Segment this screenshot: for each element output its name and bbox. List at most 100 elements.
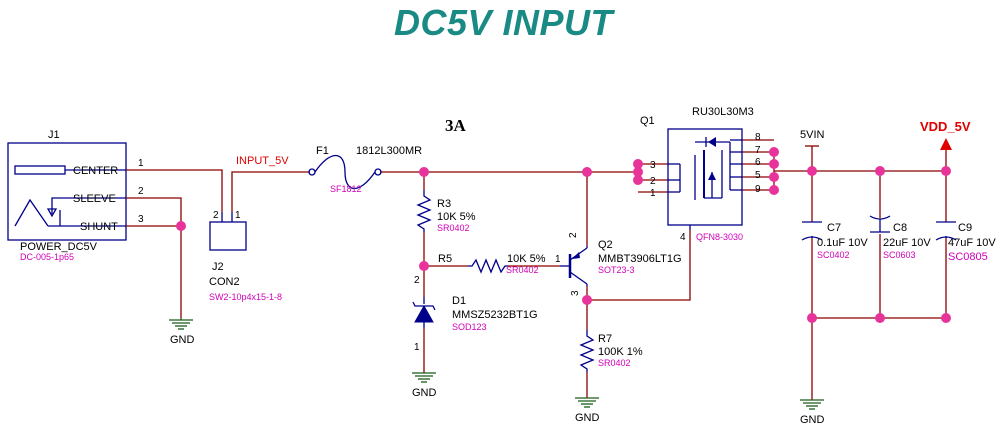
c9-footprint: SC0805	[948, 251, 988, 263]
q2-ref: Q2	[598, 239, 613, 251]
ground-symbol-j1: GND	[169, 318, 195, 346]
d1-value: MMSZ5232BT1G	[452, 309, 538, 321]
junction-dot	[769, 147, 779, 157]
r3-value: 10K 5%	[437, 211, 476, 223]
capacitor-c9: C9 47uF 10V SC0805	[935, 221, 996, 263]
resistor-r7: R7 100K 1% SR0402	[579, 330, 643, 372]
gnd-label-caps: GND	[800, 414, 825, 426]
gnd-label-d1: GND	[412, 387, 437, 399]
r5-ref: R5	[438, 253, 452, 265]
ground-symbol-d1: GND	[412, 372, 437, 399]
current-rating-note: 3A	[445, 116, 467, 135]
connector-j1: J1 CENTER SLEEVE SHUNT 1 2 3 POWER_DC5V …	[7, 129, 144, 262]
j2-value: CON2	[209, 276, 240, 288]
j1-pin-label-center: CENTER	[73, 165, 118, 177]
r3-footprint: SR0402	[437, 223, 470, 233]
q1-pin-3: 3	[650, 160, 656, 171]
junction-dot	[769, 159, 779, 169]
r7-footprint: SR0402	[598, 358, 631, 368]
connector-j2: 2 1 J2 CON2 SW2-10p4x15-1-8	[209, 210, 282, 302]
junction-dot	[582, 167, 592, 177]
j1-pin-num-1: 1	[138, 158, 144, 169]
mosfet-q1: Q1 RU30L30M3 3 2 1 8 7 6 5 9 4 QFN8-3030	[640, 106, 761, 243]
zener-diode-d1: 2 1 D1 MMSZ5232BT1G SOD123	[412, 275, 538, 353]
j1-pin-num-2: 2	[138, 186, 144, 197]
gnd-label-j1: GND	[170, 334, 195, 346]
net-label-input-5v: INPUT_5V	[236, 155, 289, 167]
c9-ref: C9	[958, 222, 972, 234]
j1-name: POWER_DC5V	[20, 241, 98, 253]
q1-pin-6: 6	[755, 157, 761, 168]
q1-pin-8: 8	[755, 132, 761, 143]
j2-ref: J2	[212, 261, 224, 273]
junction-dot	[875, 166, 885, 176]
junction-dot	[807, 313, 817, 323]
j1-pin-label-sleeve: SLEEVE	[73, 193, 116, 205]
j2-pin-1: 1	[235, 210, 241, 221]
c9-value: 47uF 10V	[948, 237, 996, 249]
junction-dot	[419, 261, 429, 271]
q2-pin-1: 1	[555, 254, 561, 265]
c7-value: 0.1uF 10V	[817, 237, 868, 249]
net-label-5vin: 5VIN	[800, 129, 825, 141]
junctions	[176, 147, 951, 323]
junction-dot	[633, 167, 643, 177]
resistor-r5: R5 10K 5% SR0402	[438, 253, 546, 275]
q2-value: MMBT3906LT1G	[598, 253, 682, 265]
ground-symbol-r7: GND	[575, 397, 600, 424]
f1-footprint: SF1812	[330, 184, 362, 194]
gnd-label-r7: GND	[575, 412, 600, 424]
c8-ref: C8	[893, 222, 907, 234]
r5-footprint: SR0402	[506, 265, 539, 275]
junction-dot	[769, 172, 779, 182]
resistor-r3: R3 10K 5% SR0402	[416, 190, 476, 233]
d1-footprint: SOD123	[452, 322, 487, 332]
junction-dot	[769, 185, 779, 195]
f1-value: 1812L300MR	[356, 145, 422, 157]
c8-footprint: SC0603	[883, 250, 916, 260]
j1-footprint: DC-005-1p65	[20, 252, 74, 262]
j2-pin-2: 2	[213, 210, 219, 221]
q1-ref: Q1	[640, 115, 655, 127]
d1-pin-1: 1	[414, 342, 420, 353]
q1-pin-4: 4	[680, 232, 686, 243]
ground-symbol-caps: GND	[800, 399, 825, 426]
junction-dot	[419, 167, 429, 177]
capacitor-c7: C7 0.1uF 10V SC0402	[801, 221, 868, 260]
j1-pin-num-3: 3	[138, 214, 144, 225]
q2-pin-2: 2	[568, 232, 579, 238]
junction-dot	[807, 166, 817, 176]
junction-dot	[875, 313, 885, 323]
transistor-q2: 1 2 3 Q2 MMBT3906LT1G SOT23-3	[555, 232, 682, 296]
j1-ref: J1	[48, 129, 60, 141]
q2-footprint: SOT23-3	[598, 265, 635, 275]
junction-dot	[941, 166, 951, 176]
q1-pin-9: 9	[755, 184, 761, 195]
j2-footprint: SW2-10p4x15-1-8	[209, 292, 282, 302]
c7-footprint: SC0402	[817, 250, 850, 260]
q2-pin-3: 3	[570, 290, 581, 296]
j1-pin-label-shunt: SHUNT	[80, 221, 118, 233]
junction-dot	[633, 159, 643, 169]
q1-pin-1: 1	[650, 188, 656, 199]
q1-pin-7: 7	[755, 145, 761, 156]
vdd-power-port: VDD_5V	[920, 119, 971, 150]
junction-dot	[941, 313, 951, 323]
page-title: DC5V INPUT	[393, 2, 614, 43]
q1-value: RU30L30M3	[692, 106, 754, 118]
fuse-f1: F1 1812L300MR SF1812	[308, 145, 422, 194]
q1-pin-2: 2	[650, 176, 656, 187]
r7-value: 100K 1%	[598, 346, 643, 358]
c8-value: 22uF 10V	[883, 237, 931, 249]
q1-footprint: QFN8-3030	[696, 232, 743, 242]
capacitor-c8: C8 22uF 10V SC0603	[869, 215, 931, 260]
junction-dot	[582, 295, 592, 305]
r7-ref: R7	[598, 333, 612, 345]
c7-ref: C7	[827, 222, 841, 234]
r3-ref: R3	[437, 198, 451, 210]
d1-ref: D1	[452, 295, 466, 307]
r5-value: 10K 5%	[507, 253, 546, 265]
junction-dot	[633, 175, 643, 185]
d1-pin-2: 2	[414, 275, 420, 286]
